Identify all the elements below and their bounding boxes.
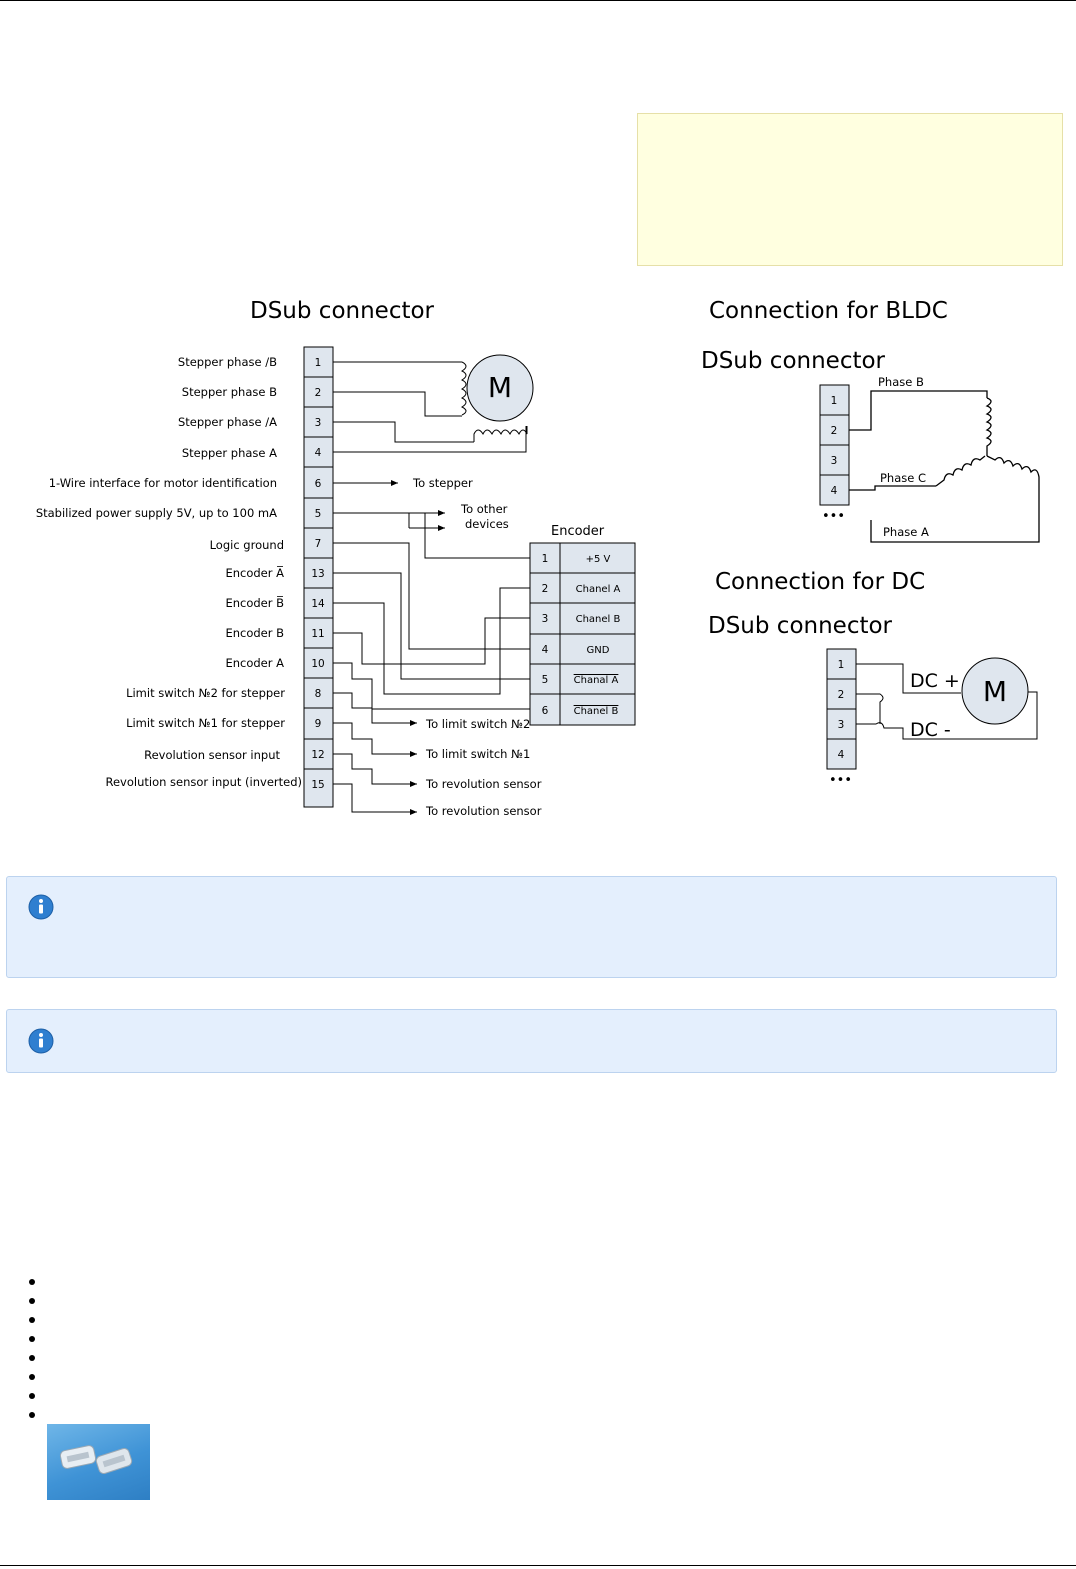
connector-diagram: DSub connector Connection for BLDC DSub … (36, 298, 1040, 818)
pin-number: 10 (311, 658, 324, 670)
note-box (637, 113, 1063, 266)
encoder-num: 2 (542, 583, 549, 595)
pin-number: 11 (311, 628, 324, 640)
pin-label: Stepper phase A (182, 446, 277, 460)
signal-arrows (333, 480, 445, 531)
pin-label: Encoder A̅ (225, 565, 284, 580)
dc-ellipsis: ••• (829, 773, 852, 788)
pin-label: Stabilized power supply 5V, up to 100 mA (36, 506, 277, 520)
pin-label: Encoder B̅ (225, 595, 284, 610)
pin-number: 9 (315, 718, 322, 730)
stepper-motor-icon (466, 354, 534, 422)
encoder-signal: Chanel B (574, 706, 619, 717)
devices-label: devices (465, 517, 509, 531)
dsub-pin-column (303, 346, 334, 808)
dc-minus-label: DC - (910, 719, 951, 741)
encoder-num: 4 (542, 644, 549, 656)
pin-number: 8 (315, 688, 322, 700)
dc-pin: 3 (838, 719, 845, 731)
encoder-signal: Chanel A (576, 584, 621, 595)
pin-label: Stepper phase B (182, 385, 277, 399)
phase-c-label: Phase C (880, 471, 926, 485)
bldc-wiring (849, 390, 1040, 543)
pin-number: 15 (311, 779, 324, 791)
pin-label: Stepper phase /A (178, 415, 277, 429)
to-stepper-label: To stepper (412, 476, 473, 490)
pin-label: Limit switch №2 for stepper (126, 686, 285, 700)
encoder-table (529, 542, 636, 726)
to-rev-label: To revolution sensor (425, 804, 542, 818)
info-box (6, 1009, 1057, 1073)
info-box (6, 876, 1057, 978)
to-limit-2-label: To limit switch №2 (425, 717, 530, 731)
pin-number: 3 (315, 417, 322, 429)
encoder-signal: +5 V (586, 554, 611, 565)
to-other-label: To other (460, 502, 508, 516)
pin-label: Encoder A (225, 656, 284, 670)
dsub-title: DSub connector (250, 298, 435, 324)
phase-b-label: Phase B (878, 375, 924, 389)
encoder-num: 5 (542, 674, 549, 686)
pin-label: Encoder B (225, 626, 284, 640)
encoder-title: Encoder (551, 524, 605, 539)
pin-label: Stepper phase /B (178, 355, 277, 369)
encoder-num: 6 (542, 705, 549, 717)
dc-pin: 4 (838, 749, 845, 761)
motor-letter: M (488, 371, 512, 404)
encoder-num: 1 (542, 553, 549, 565)
to-rev-label: To revolution sensor (425, 777, 542, 791)
bldc-title: Connection for BLDC (709, 298, 948, 324)
pin-number: 13 (311, 568, 324, 580)
pin-number: 1 (315, 357, 322, 369)
to-limit-1-label: To limit switch №1 (425, 747, 530, 761)
phase-a-label: Phase A (883, 525, 929, 539)
dc-pin: 1 (838, 659, 845, 671)
bldc-ellipsis: ••• (822, 509, 845, 524)
bldc-pin-column (819, 384, 850, 506)
pin-number: 14 (311, 598, 325, 610)
dc-wiring (856, 663, 1038, 740)
dc-motor-letter: M (983, 675, 1007, 708)
pin-number: 2 (315, 387, 322, 399)
bldc-pin: 1 (831, 395, 838, 407)
pin-number: 5 (315, 508, 322, 520)
bottom-rule (0, 1565, 1076, 1566)
bldc-pin: 2 (831, 425, 838, 437)
pin-number: 4 (315, 447, 322, 459)
dc-pin-column (826, 648, 857, 770)
pin-number: 7 (315, 538, 322, 550)
top-rule (0, 0, 1076, 1)
connector-thumbnail[interactable] (47, 1424, 150, 1500)
bldc-pin: 4 (831, 485, 838, 497)
limit-arrows (333, 692, 417, 815)
pin-label: 1-Wire interface for motor identificatio… (49, 476, 277, 490)
encoder-signal: Chanel B (576, 614, 621, 625)
dc-pin: 2 (838, 689, 845, 701)
encoder-signal: Chanal A (574, 675, 619, 686)
stepper-wiring (333, 361, 528, 453)
bldc-subtitle: DSub connector (701, 348, 886, 374)
pin-label: Revolution sensor input (144, 748, 280, 762)
dc-title: Connection for DC (715, 569, 925, 595)
bldc-pin: 3 (831, 455, 838, 467)
pin-label: Limit switch №1 for stepper (126, 716, 285, 730)
info-icon (28, 1028, 54, 1054)
pin-number: 12 (311, 749, 324, 761)
encoder-wiring (333, 513, 530, 710)
dc-subtitle: DSub connector (708, 613, 893, 639)
encoder-signal: GND (587, 645, 610, 656)
pin-label: Logic ground (210, 538, 284, 552)
pin-label: Revolution sensor input (inverted) (105, 775, 302, 789)
pin-number: 6 (315, 478, 322, 490)
dc-plus-label: DC + (910, 670, 960, 692)
dc-motor-icon (961, 657, 1029, 725)
info-icon (28, 894, 54, 920)
encoder-num: 3 (542, 613, 549, 625)
